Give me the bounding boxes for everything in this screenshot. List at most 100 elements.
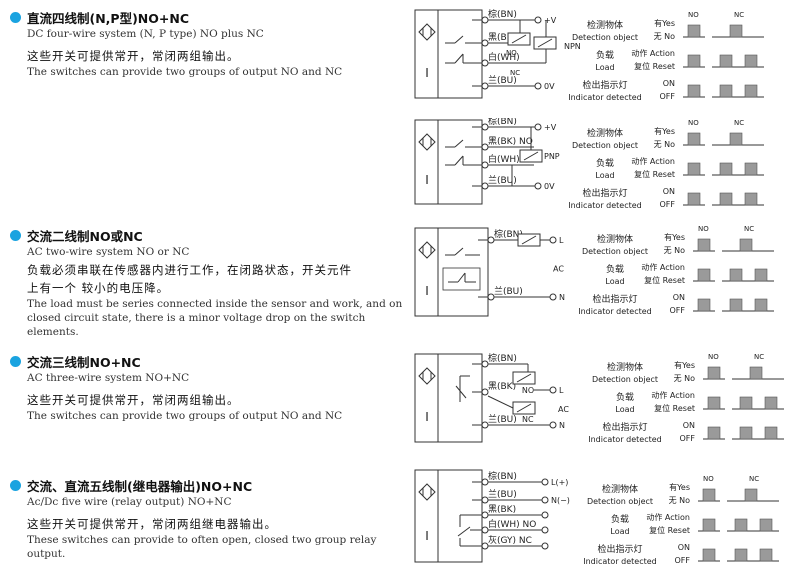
- wire-label: 黑(BK): [488, 32, 516, 43]
- timing-pulse: [719, 84, 733, 98]
- nc-mark: NC: [510, 69, 520, 77]
- terminal-label: L(+): [551, 478, 568, 487]
- timing-pulse: [754, 268, 768, 282]
- sensor-diamond-icon: [418, 23, 436, 41]
- sensor-symbol: I: [425, 410, 429, 424]
- section-ac-two-wire: 交流二线制NO或NC AC two-wire system NO or NC 负…: [10, 226, 405, 339]
- sensor-symbol: I: [425, 173, 429, 187]
- desc-cn: 这些开关可提供常开，常闭两组输出。: [27, 393, 240, 407]
- terminal-icon: [534, 182, 542, 190]
- state-low-label: 无 No: [654, 140, 676, 149]
- timing-pulse: [739, 426, 753, 440]
- timing-row-title-cn: 检测物体: [607, 361, 643, 373]
- state-high-label: ON: [663, 79, 675, 88]
- relay-slash: [523, 151, 539, 161]
- terminal-icon: [534, 16, 542, 24]
- timing-row-title-cn: 检测物体: [597, 233, 633, 245]
- state-low-label: OFF: [670, 306, 686, 315]
- section-title: 直流四线制(N,P型)NO+NC: [27, 11, 189, 26]
- state-low-label: OFF: [660, 200, 676, 209]
- state-low-label: 复位 Reset: [644, 275, 685, 285]
- timing-pulse: [744, 84, 758, 98]
- timing-pulse: [729, 24, 743, 38]
- state-low-label: 无 No: [664, 246, 686, 255]
- desc-cn: 这些开关可提供常开，常闭两组继电器输出。: [27, 517, 277, 531]
- desc-cn: 负载必须串联在传感器内进行工作，在闭路状态，开关元件: [27, 263, 352, 277]
- timing-pulse: [719, 192, 733, 206]
- terminal-icon: [534, 123, 542, 131]
- type-label: AC: [553, 265, 564, 274]
- timing-pulse: [707, 396, 721, 410]
- col-nc-label: NC: [734, 119, 744, 127]
- sensor-body: [414, 353, 483, 443]
- terminal-icon: [541, 542, 549, 550]
- desc-en: The switches can provide two groups of o…: [27, 410, 343, 422]
- timing-pulse: [739, 396, 753, 410]
- timing-row-title-en: Detection object: [582, 247, 648, 256]
- sensor-symbol: I: [425, 66, 429, 80]
- timing-pulse: [764, 396, 778, 410]
- bullet-icon: [10, 356, 21, 367]
- desc-en: The switches can provide two groups of o…: [27, 66, 343, 78]
- wire-label: 棕(BN): [488, 8, 517, 20]
- wire-label: 白(WH): [488, 51, 520, 63]
- timing-pulse: [729, 268, 743, 282]
- state-high-label: 动作 Action: [646, 512, 690, 522]
- state-low-label: OFF: [660, 92, 676, 101]
- sensor-symbol: I: [425, 529, 429, 543]
- timing-row-title-cn: 检测物体: [602, 483, 638, 495]
- wire-label: 棕(BN): [488, 118, 517, 127]
- timing-pulse: [719, 54, 733, 68]
- desc-cn: 这些开关可提供常开，常闭两组输出。: [27, 49, 240, 63]
- section-dc-four-wire: 直流四线制(N,P型)NO+NC DC four-wire system (N,…: [10, 8, 405, 79]
- switch-nc-icon: [454, 155, 464, 166]
- nc-mark: NC: [522, 415, 534, 424]
- desc-en: The load must be series connected inside…: [27, 298, 403, 310]
- wire-label: 白(WH) NO: [488, 518, 536, 530]
- subtitle-en: DC four-wire system (N, P type) NO plus …: [27, 28, 264, 40]
- subtitle-en: Ac/Dc five wire (relay output) NO+NC: [27, 496, 232, 508]
- timing-pulse: [739, 238, 753, 252]
- col-nc-label: NC: [734, 11, 744, 19]
- timing-row-title-cn: 检测物体: [587, 19, 623, 31]
- state-low-label: OFF: [680, 434, 696, 443]
- terminal-label: L: [559, 386, 564, 395]
- timing-row-title-en: Indicator detected: [568, 201, 642, 210]
- timing-row-title-cn: 检测物体: [587, 127, 623, 139]
- type-label: AC: [558, 405, 569, 414]
- terminal-label: N: [559, 293, 565, 302]
- timing-pulse: [759, 518, 773, 532]
- state-high-label: 有Yes: [664, 232, 685, 242]
- bullet-icon: [10, 230, 21, 241]
- no-mark: NO: [506, 49, 517, 57]
- timing-row-title-cn: 负载: [616, 391, 634, 403]
- timing-row-title-cn: 负载: [596, 49, 614, 61]
- relay-slash: [521, 235, 537, 245]
- wire-label: 兰(BU): [488, 74, 517, 86]
- timing-row-title-en: Indicator detected: [578, 307, 652, 316]
- subtitle-en: AC two-wire system NO or NC: [27, 246, 190, 258]
- state-low-label: 无 No: [674, 374, 696, 383]
- timing-row-title-en: Indicator detected: [588, 435, 662, 444]
- state-high-label: 有Yes: [654, 126, 675, 136]
- switch-bracket: [442, 267, 481, 291]
- timing-row-title-cn: 检出指示灯: [592, 293, 637, 305]
- timing-pulse: [687, 192, 701, 206]
- timing-pulse: [744, 488, 758, 502]
- switch-no-icon: [454, 139, 464, 148]
- desc-en: These switches can provide to often open…: [27, 534, 377, 560]
- terminal-icon: [541, 511, 549, 519]
- switch-nc-icon: [457, 272, 466, 283]
- subtitle-en: AC three-wire system NO+NC: [27, 372, 190, 384]
- col-no-label: NO: [688, 119, 699, 127]
- terminal-label: N: [559, 421, 565, 430]
- state-high-label: 有Yes: [669, 482, 690, 492]
- col-no-label: NO: [688, 11, 699, 19]
- state-high-label: ON: [683, 421, 695, 430]
- wire-label: 棕(BN): [488, 470, 517, 482]
- sensor-diamond-icon: [418, 483, 436, 501]
- terminal-icon: [549, 386, 557, 394]
- timing-row-title-cn: 负载: [606, 263, 624, 275]
